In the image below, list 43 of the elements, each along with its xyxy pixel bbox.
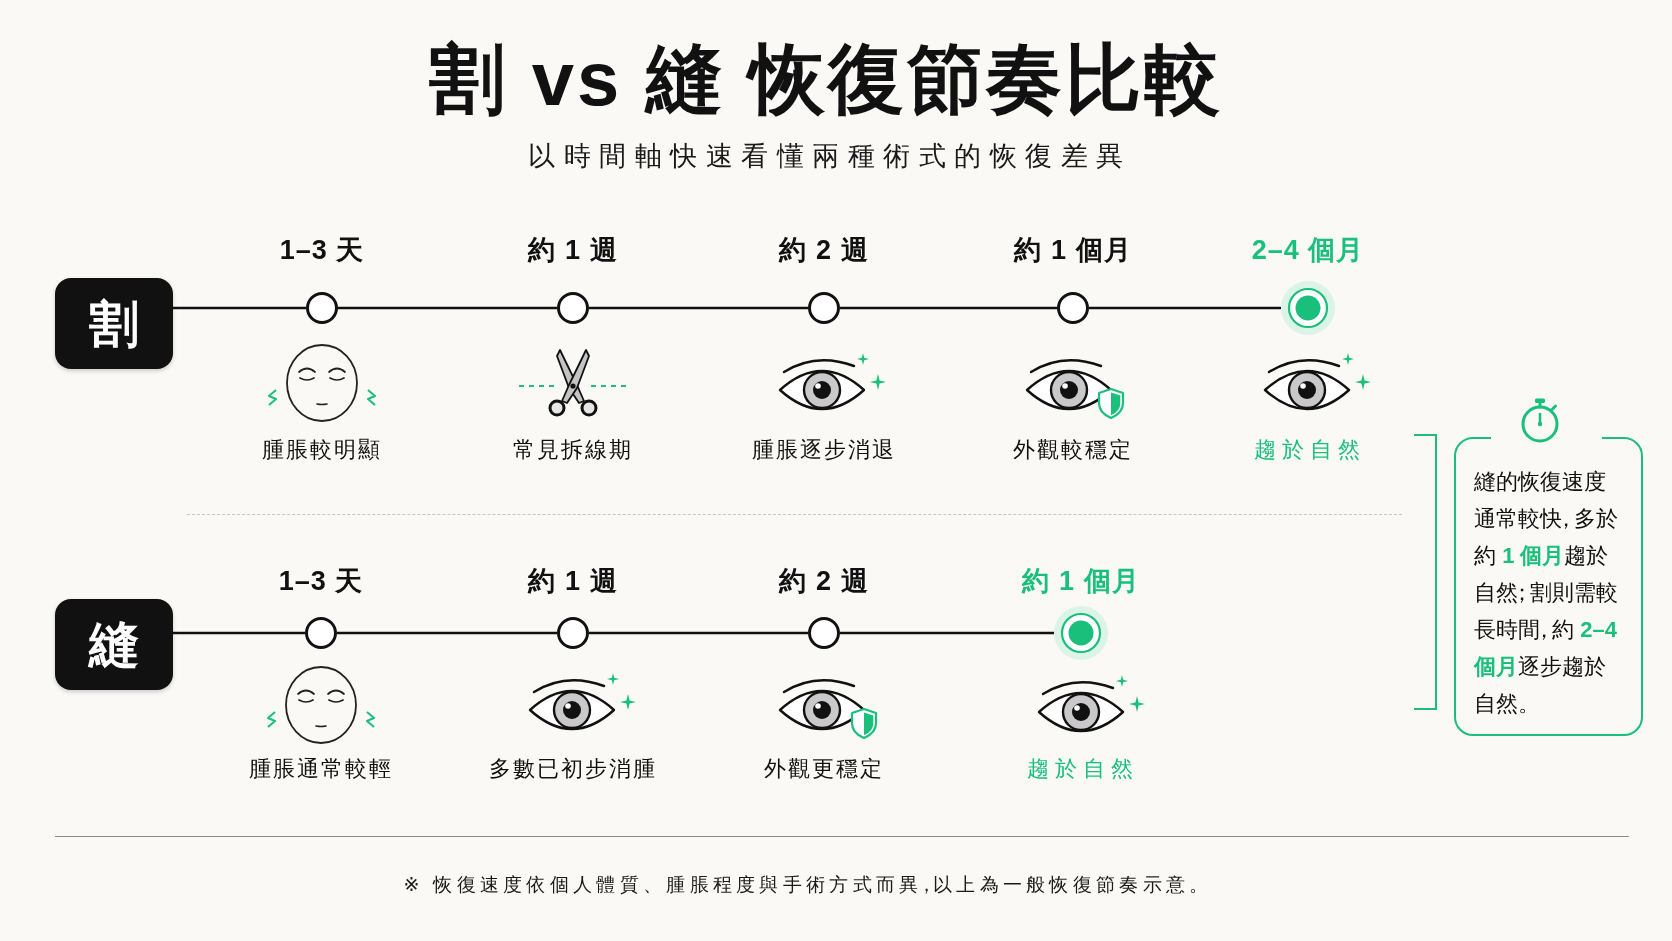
timeline-line	[840, 631, 1054, 635]
stage-label: 常見拆線期	[513, 436, 633, 464]
stage-label: 外觀更穩定	[764, 755, 884, 783]
time-label: 約 2 週	[779, 233, 869, 267]
timeline-line	[1089, 306, 1281, 310]
timeline-dot	[306, 292, 338, 324]
timeline-line	[337, 631, 557, 635]
stage-label: 外觀較穩定	[1013, 436, 1133, 464]
stage-label: 多數已初步消腫	[489, 755, 657, 783]
timeline-line	[840, 306, 1057, 310]
timeline-dot	[557, 292, 589, 324]
timeline-line	[173, 306, 306, 310]
timeline-dot	[808, 292, 840, 324]
timeline-dot	[557, 617, 589, 649]
time-label: 約 1 個月	[1022, 564, 1140, 598]
active-dot	[1054, 606, 1108, 660]
title: 割 vs 縫 恢復節奏比較	[428, 37, 1224, 121]
note-box	[1454, 437, 1643, 736]
stage-label: 腫脹較明顯	[262, 436, 382, 464]
timeline-line	[338, 306, 557, 310]
timeline-line	[589, 631, 808, 635]
time-label: 1–3 天	[278, 564, 364, 598]
timeline-line	[173, 631, 305, 635]
active-dot	[1281, 281, 1335, 335]
timeline-dot	[305, 617, 337, 649]
row-label-box: 縫	[55, 599, 173, 690]
stage-label: 趨於自然	[1027, 755, 1139, 783]
stage-label: 腫脹通常較輕	[249, 755, 393, 783]
time-label: 2–4 個月	[1251, 233, 1365, 267]
time-label: 約 1 個月	[1014, 233, 1132, 267]
stage-label: 趨於自然	[1254, 436, 1366, 464]
time-label: 約 1 週	[528, 233, 618, 267]
timeline-dot	[808, 617, 840, 649]
time-label: 約 2 週	[779, 564, 869, 598]
note-text: 縫的恢復速度通常較快，多於約 1 個月趨於自然；割則需較長時間，約 2–4 個月逐步趨於自然。	[1474, 468, 1620, 718]
timeline-line	[589, 306, 808, 310]
row-label-box: 割	[55, 278, 173, 369]
timeline-dot	[1057, 292, 1089, 324]
footnote: ※ 恢復速度依個人體質、腫脹程度與手術方式而異，以上為一般恢復節奏示意。	[403, 873, 1213, 897]
stage-label: 腫脹逐步消退	[752, 436, 896, 464]
subtitle: 以時間軸快速看懂兩種術式的恢復差異	[528, 139, 1132, 173]
time-label: 約 1 週	[528, 564, 618, 598]
time-label: 1–3 天	[279, 233, 365, 267]
